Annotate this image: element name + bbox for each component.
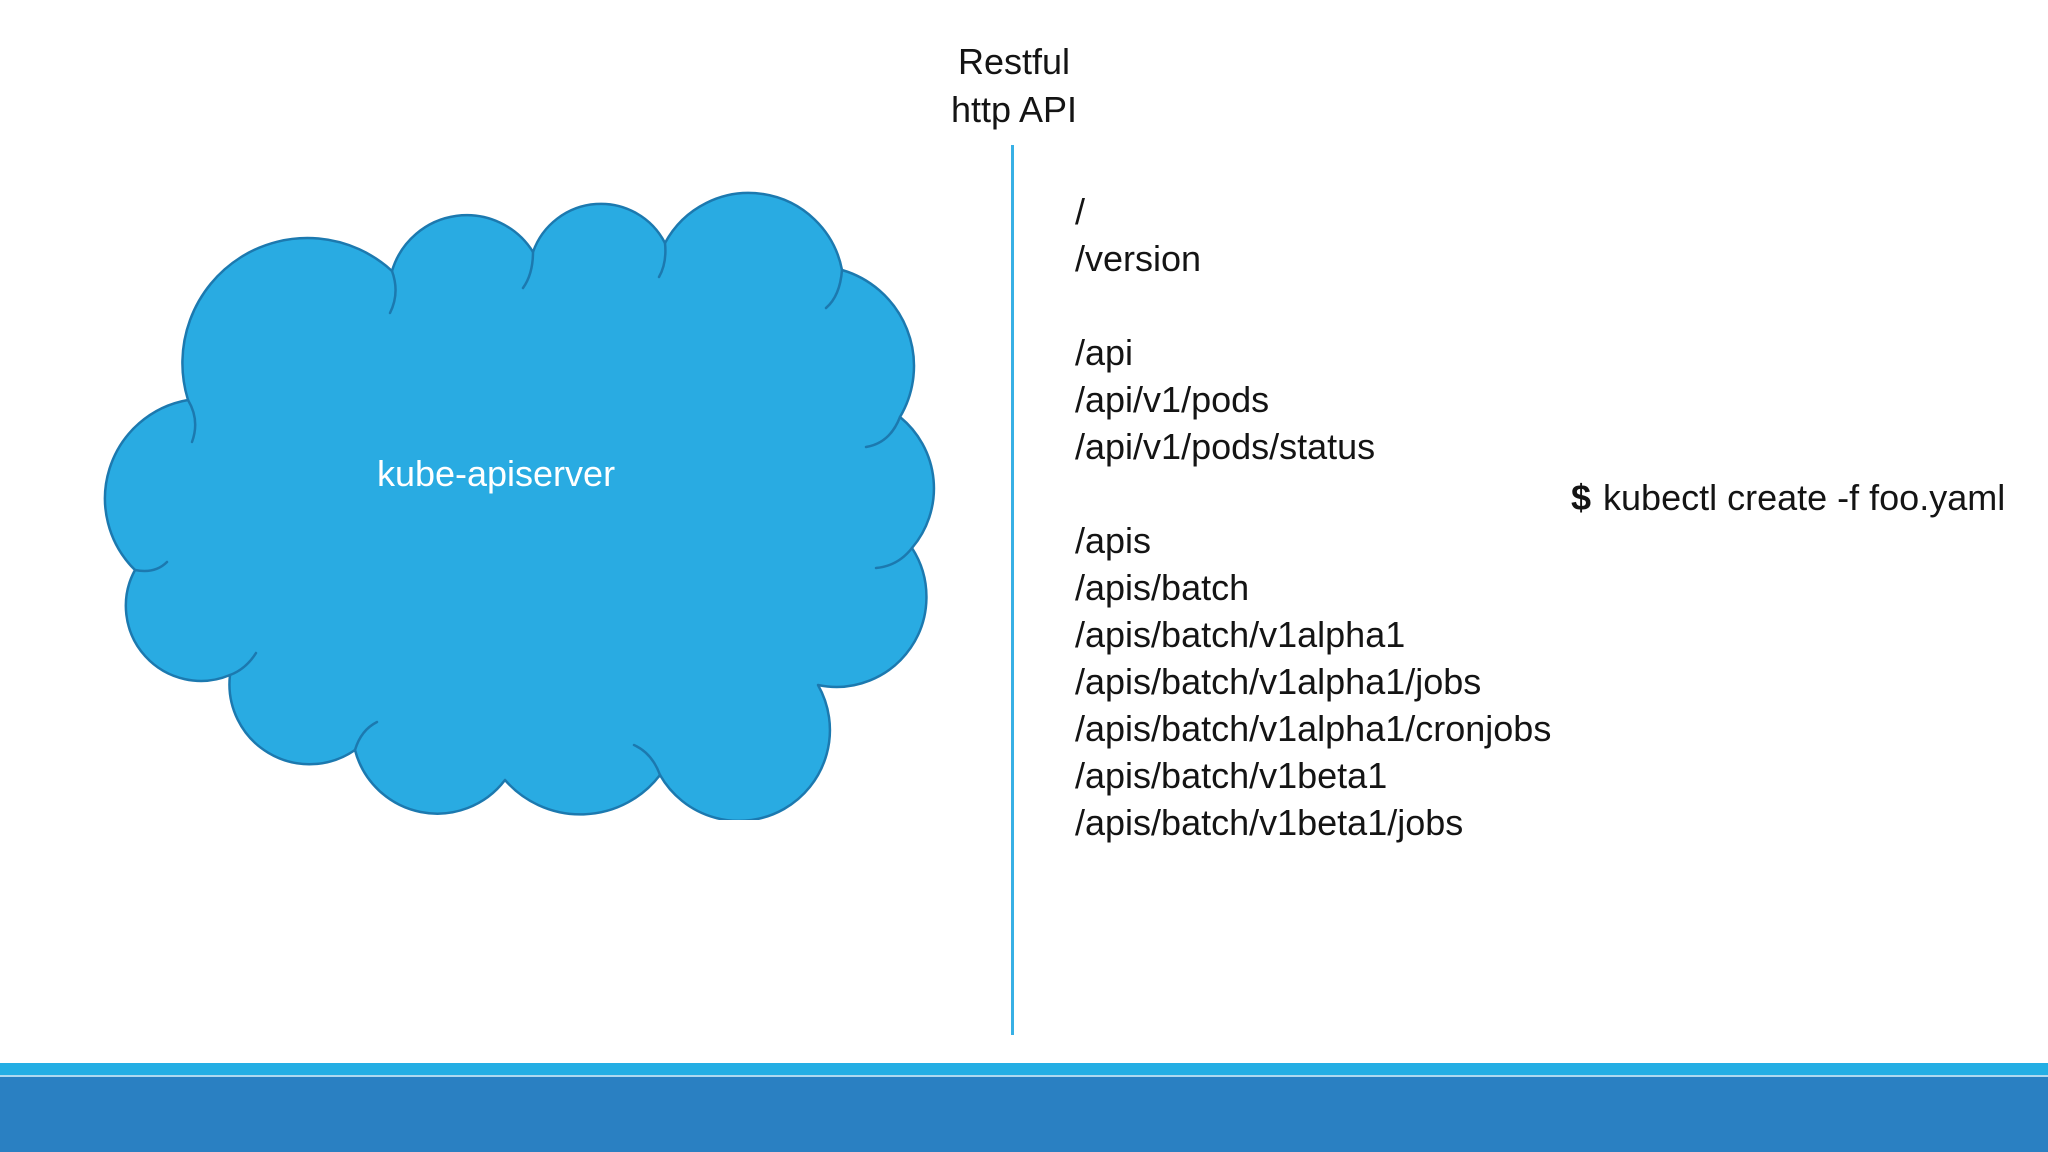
cloud-shape <box>103 191 936 820</box>
api-label-line2: http API <box>950 89 1078 130</box>
footer-accent-strip <box>0 1063 2048 1075</box>
api-label-line1: Restful <box>957 41 1071 82</box>
cloud-notch-lines <box>133 241 914 777</box>
cloud-label: kube-apiserver <box>376 453 616 494</box>
kube-apiserver-cloud <box>103 191 936 820</box>
api-path-item: /apis/batch <box>1075 567 1250 608</box>
api-path-list: / /version/api/api/v1/pods/api/v1/pods/st… <box>1075 188 1551 846</box>
api-path-item <box>1075 470 1551 517</box>
api-path-item: /apis/batch/v1alpha1/jobs <box>1075 661 1482 702</box>
api-path-item: /version <box>1075 238 1202 279</box>
command-text: kubectl create -f foo.yaml <box>1603 477 2006 518</box>
api-divider-line <box>1011 145 1014 1035</box>
api-path-item: /apis/batch/v1beta1/jobs <box>1075 802 1464 843</box>
api-path-item: / <box>1075 191 1086 232</box>
api-path-item: /api/v1/pods/status <box>1075 426 1376 467</box>
api-path-item: /api <box>1075 332 1134 373</box>
api-path-item: /apis/batch/v1alpha1 <box>1075 614 1406 655</box>
kubectl-command: $ kubectl create -f foo.yaml <box>1571 474 2005 521</box>
api-path-item <box>1075 282 1551 329</box>
shell-prompt: $ <box>1571 477 1592 518</box>
api-path-item: /apis/batch/v1alpha1/cronjobs <box>1075 708 1552 749</box>
api-path-item: /api/v1/pods <box>1075 379 1270 420</box>
api-path-item: /apis/batch/v1beta1 <box>1075 755 1388 796</box>
footer-bar <box>0 1075 2048 1152</box>
restful-http-api-label: Restful http API <box>884 38 1144 134</box>
api-path-item: /apis <box>1075 520 1152 561</box>
